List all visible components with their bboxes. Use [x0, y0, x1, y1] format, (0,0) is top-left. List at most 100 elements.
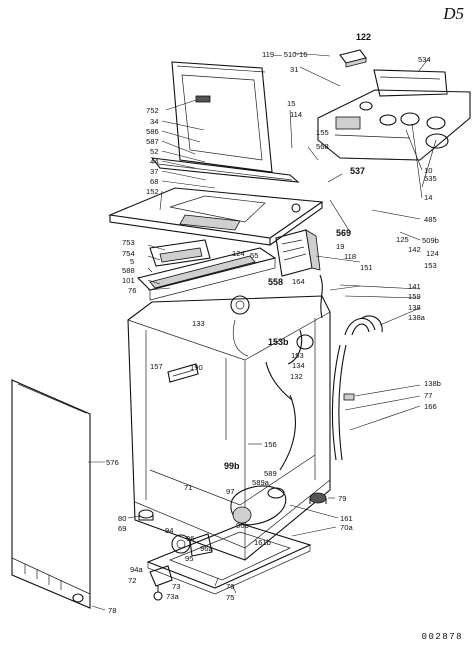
callout-73a: 73a — [166, 592, 179, 601]
callout-5: 5 — [130, 257, 134, 266]
callout-589a: 589a — [252, 478, 270, 487]
knob-122 — [339, 49, 367, 68]
callout-153b: 153b — [268, 337, 289, 347]
callout-132: 132 — [290, 372, 303, 381]
callout-153c: 153 — [291, 351, 304, 360]
callout-31: 31 — [290, 65, 298, 74]
callout-161: 161 — [340, 514, 353, 523]
heater-157-190 — [167, 363, 199, 383]
callout-80: 80 — [118, 514, 126, 523]
callout-labels: 122 119— 510-16 534 31 752 34 586 587 52… — [106, 32, 441, 615]
callout-77: 77 — [424, 391, 432, 400]
electronics-module — [275, 229, 321, 277]
callout-569: 569 — [336, 228, 351, 238]
drain-hose — [319, 274, 383, 461]
callout-55: 55 — [250, 251, 258, 260]
callout-190: 190 — [190, 363, 203, 372]
callout-576: 576 — [106, 458, 119, 467]
foot-79 — [309, 492, 327, 504]
callout-157: 157 — [150, 362, 163, 371]
callout-141: 141 — [408, 282, 421, 291]
leader-lines — [88, 52, 437, 611]
tub-and-hoses — [230, 295, 314, 471]
rear-frame-rail — [136, 247, 277, 301]
callout-70a: 70a — [340, 523, 353, 532]
callout-37: 37 — [150, 167, 158, 176]
callout-485: 485 — [424, 215, 437, 224]
callout-52: 52 — [150, 147, 158, 156]
callout-19: 19 — [336, 242, 344, 251]
callout-752: 752 — [146, 106, 159, 115]
callout-537: 537 — [350, 166, 365, 176]
callout-754: 754 — [122, 249, 135, 258]
callout-114: 114 — [290, 110, 302, 119]
cabinet-body — [127, 295, 331, 561]
callout-94: 94 — [165, 526, 173, 535]
callout-535: 535 — [424, 174, 437, 183]
callout-153a: 153 — [424, 261, 437, 270]
callout-119-510-16: 119— 510-16 — [262, 50, 307, 59]
callout-587: 587 — [146, 137, 159, 146]
callout-133: 133 — [192, 319, 205, 328]
callout-138a: 138a — [408, 313, 426, 322]
callout-99b: 99b — [224, 461, 240, 471]
callout-68: 68 — [150, 177, 158, 186]
callout-96b: 96b — [236, 521, 249, 530]
callout-10: 10 — [424, 166, 432, 175]
callout-164: 164 — [292, 277, 305, 286]
callout-125: 125 — [396, 235, 409, 244]
callout-44: 44 — [150, 157, 158, 166]
panel-cover-534 — [373, 69, 448, 97]
lid-assembly — [150, 61, 300, 183]
callout-156: 156 — [264, 440, 277, 449]
callout-75: 75 — [226, 593, 234, 602]
callout-159: 159 — [408, 292, 421, 301]
dispenser-pieces — [149, 239, 211, 267]
callout-72: 72 — [128, 576, 136, 585]
callout-509b: 509b — [422, 236, 439, 245]
callout-96: 96 — [186, 534, 194, 543]
callout-152: 152 — [146, 187, 159, 196]
control-panel — [317, 89, 471, 161]
callout-97: 97 — [226, 487, 234, 496]
callout-73: 73 — [172, 582, 180, 591]
callout-124b: 124 — [232, 249, 245, 258]
callout-78: 78 — [108, 606, 116, 615]
callout-138b: 138b — [424, 379, 441, 388]
callout-138: 138 — [408, 303, 421, 312]
callout-122: 122 — [356, 32, 371, 42]
callout-161b: 161b — [254, 538, 271, 547]
callout-558: 558 — [268, 277, 283, 287]
callout-69: 69 — [118, 524, 126, 533]
callout-94a: 94a — [130, 565, 143, 574]
sheet-number: 002878 — [421, 632, 463, 642]
callout-79: 79 — [338, 494, 346, 503]
callout-753: 753 — [122, 238, 135, 247]
callout-166: 166 — [424, 402, 437, 411]
callout-134: 134 — [292, 361, 305, 370]
callout-118: 118 — [344, 252, 356, 261]
callout-155: 155 — [316, 128, 329, 137]
drain-pump — [171, 533, 213, 557]
callout-34: 34 — [150, 117, 158, 126]
callout-589: 589 — [264, 469, 277, 478]
callout-124a: 124 — [426, 249, 439, 258]
callout-101: 101 — [122, 276, 135, 285]
callout-568: 568 — [316, 142, 329, 151]
callout-95: 95 — [185, 554, 193, 563]
corner-mark: D5 — [443, 4, 464, 23]
callout-142: 142 — [408, 245, 421, 254]
callout-76: 76 — [128, 286, 136, 295]
callout-151: 151 — [360, 263, 373, 272]
callout-70: 70 — [226, 582, 234, 591]
foot-80 — [138, 509, 154, 521]
callout-588: 588 — [122, 266, 135, 275]
base-frame — [146, 523, 312, 595]
castor-assembly — [149, 565, 173, 601]
motor-pump-assembly — [230, 485, 287, 526]
callout-71: 71 — [184, 483, 192, 492]
callout-586: 586 — [146, 127, 159, 136]
top-plate — [107, 187, 324, 246]
